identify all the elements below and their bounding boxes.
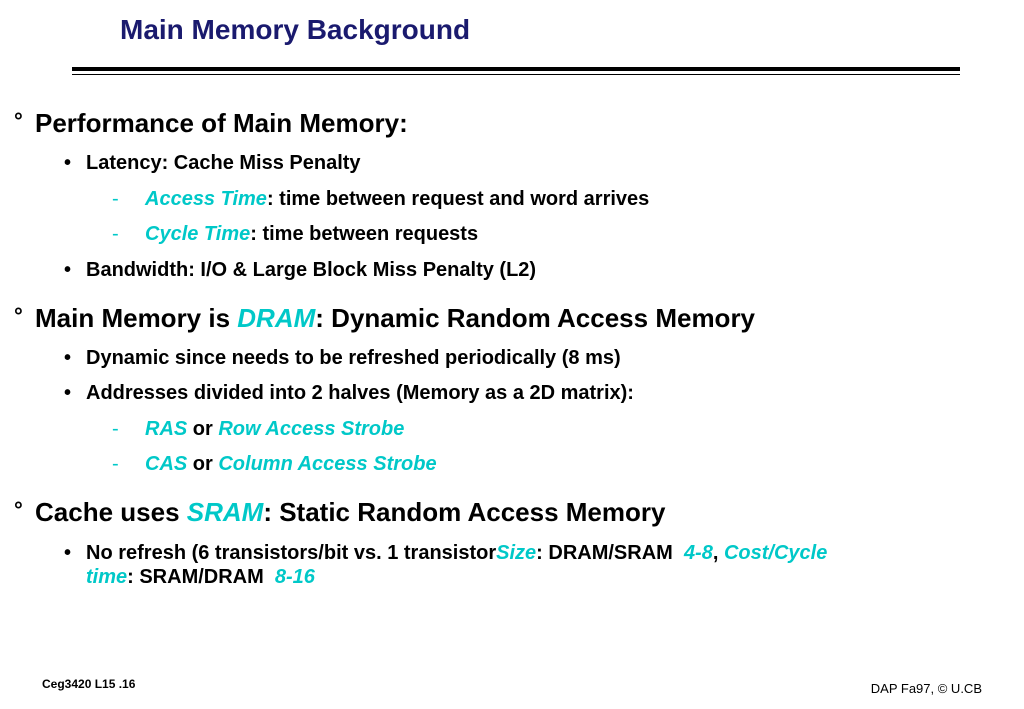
- list-item-cas: CAS or Column Access Strobe: [145, 453, 437, 476]
- heading-rest-text: : Dynamic Random Access Memory: [315, 303, 756, 333]
- footer-slide-id: Ceg3420 L15 .16: [42, 677, 136, 691]
- term-time: time: [86, 566, 128, 588]
- value-8-16: 8-16: [274, 566, 315, 588]
- bullet-degree: °: [14, 303, 23, 328]
- heading-rest-text: : Static Random Access Memory: [263, 497, 666, 527]
- section-heading-sram: Cache uses SRAM: Static Random Access Me…: [35, 497, 665, 528]
- section-heading-dram: Main Memory is DRAM: Dynamic Random Acce…: [35, 303, 755, 334]
- comma-separator: ,: [712, 542, 724, 564]
- list-item-bandwidth: Bandwidth: I/O & Large Block Miss Penalt…: [86, 259, 537, 281]
- term-cycle-time: Cycle Time: [145, 223, 251, 245]
- bullet-dash: -: [112, 188, 119, 210]
- term-size: Size: [496, 542, 537, 564]
- footer-copyright: DAP Fa97, © U.CB: [870, 681, 982, 696]
- term-sram: SRAM: [186, 497, 264, 527]
- title-rule: [72, 67, 960, 71]
- term-ras: RAS: [145, 418, 188, 440]
- bullet-dash: -: [112, 223, 119, 245]
- term-access-time: Access Time: [145, 188, 267, 210]
- or-text: or: [187, 418, 219, 440]
- term-row-access-strobe: Row Access Strobe: [218, 418, 405, 440]
- bullet-dot: •: [64, 347, 72, 369]
- bullet-dash: -: [112, 453, 119, 475]
- list-item-ras: RAS or Row Access Strobe: [145, 418, 404, 441]
- no-refresh-text: No refresh (6 transistors/bit vs. 1 tran…: [86, 542, 497, 564]
- list-item-addresses: Addresses divided into 2 halves (Memory …: [86, 382, 634, 404]
- section-heading-performance: Performance of Main Memory:: [35, 108, 408, 138]
- slide-title: Main Memory Background: [120, 14, 471, 45]
- bullet-dot: •: [64, 542, 72, 564]
- bullet-dot: •: [64, 259, 72, 281]
- list-item-access-time: Access Time: time between request and wo…: [145, 188, 649, 211]
- list-item-latency: Latency: Cache Miss Penalty: [86, 152, 361, 174]
- cycle-time-definition: : time between requests: [250, 223, 479, 245]
- sram-dram-ratio-label: : SRAM/DRAM: [127, 566, 275, 588]
- list-item-cycle-time: Cycle Time: time between requests: [145, 223, 478, 246]
- heading-pre-text: Cache uses: [35, 497, 187, 527]
- bullet-dot: •: [64, 382, 72, 404]
- access-time-definition: : time between request and word arrives: [266, 188, 650, 210]
- bullet-degree: °: [14, 497, 23, 522]
- dram-sram-ratio-label: : DRAM/SRAM: [536, 542, 684, 564]
- bullet-dot: •: [64, 152, 72, 174]
- term-dram: DRAM: [237, 303, 316, 333]
- list-item-no-refresh: No refresh (6 transistors/bit vs. 1 tran…: [86, 542, 827, 565]
- list-item-no-refresh-continued: time: SRAM/DRAM 8-16: [86, 566, 315, 589]
- heading-pre-text: Main Memory is: [35, 303, 238, 333]
- value-4-8: 4-8: [683, 542, 713, 564]
- list-item-dynamic: Dynamic since needs to be refreshed peri…: [86, 347, 621, 369]
- title-rule-thin: [72, 74, 960, 75]
- term-cas: CAS: [145, 453, 188, 475]
- bullet-dash: -: [112, 418, 119, 440]
- bullet-degree: °: [14, 108, 23, 133]
- term-column-access-strobe: Column Access Strobe: [218, 453, 437, 475]
- term-cost-cycle: Cost/Cycle: [723, 542, 828, 564]
- or-text: or: [187, 453, 219, 475]
